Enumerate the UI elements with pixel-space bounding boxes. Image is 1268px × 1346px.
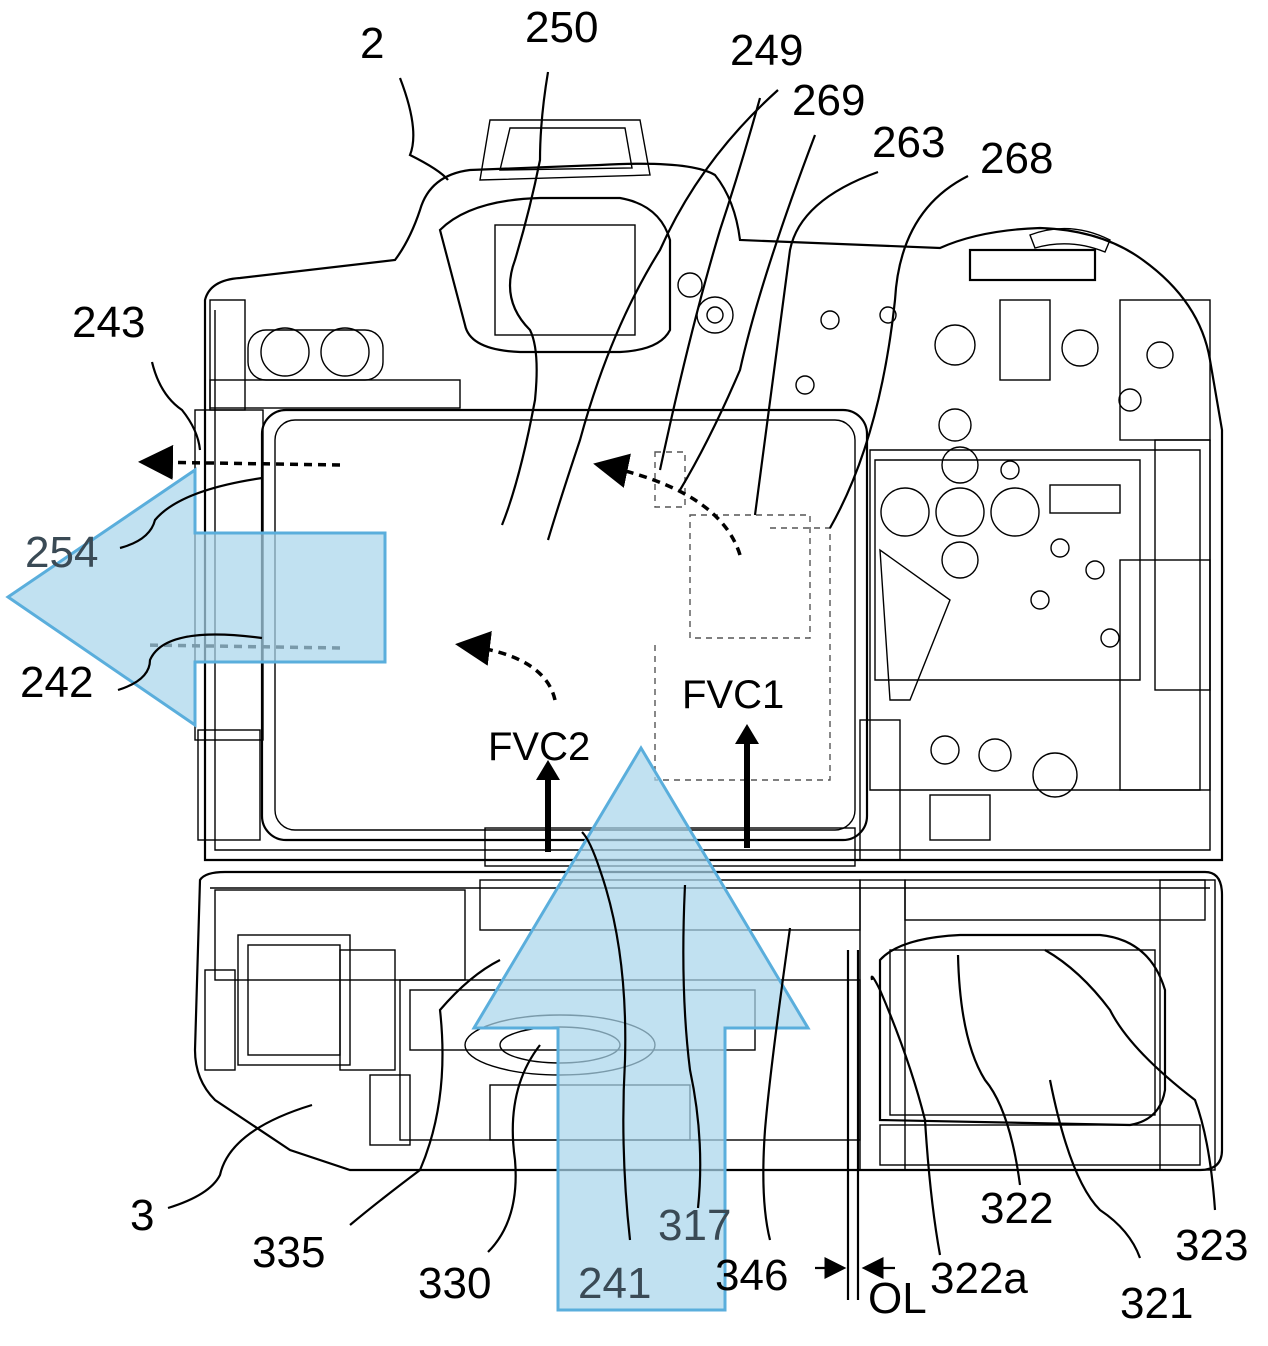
label-ol: OL [868, 1274, 927, 1323]
intake-arrow [471, 745, 811, 1312]
right-mechanism [859, 408, 1211, 861]
flow-arrows [536, 724, 759, 852]
label-317: 317 [658, 1201, 731, 1250]
label-330: 330 [418, 1259, 491, 1308]
label-269: 269 [792, 76, 865, 125]
label-241: 241 [578, 1259, 651, 1308]
flow-label-fvc2: FVC2 [488, 725, 590, 769]
label-268: 268 [980, 134, 1053, 183]
label-322a: 322a [930, 1254, 1028, 1303]
label-2: 2 [360, 19, 384, 68]
label-3: 3 [130, 1191, 154, 1240]
label-263: 263 [872, 118, 945, 167]
label-321: 321 [1120, 1279, 1193, 1328]
label-254: 254 [25, 528, 98, 577]
label-242: 242 [20, 658, 93, 707]
label-243: 243 [72, 298, 145, 347]
label-250: 250 [525, 3, 598, 52]
battery-grip [193, 870, 1224, 1300]
leader-lines [117, 71, 1217, 1279]
flow-label-fvc1: FVC1 [682, 673, 784, 717]
exhaust-arrow [5, 467, 387, 728]
label-323: 323 [1175, 1221, 1248, 1270]
label-346: 346 [715, 1251, 788, 1300]
label-335: 335 [252, 1228, 325, 1277]
reference-labels: 2 250 249 269 263 268 243 254 242 FVC1 F… [20, 3, 1248, 1328]
label-322: 322 [980, 1184, 1053, 1233]
label-249: 249 [730, 26, 803, 75]
camera-body [203, 119, 1224, 862]
